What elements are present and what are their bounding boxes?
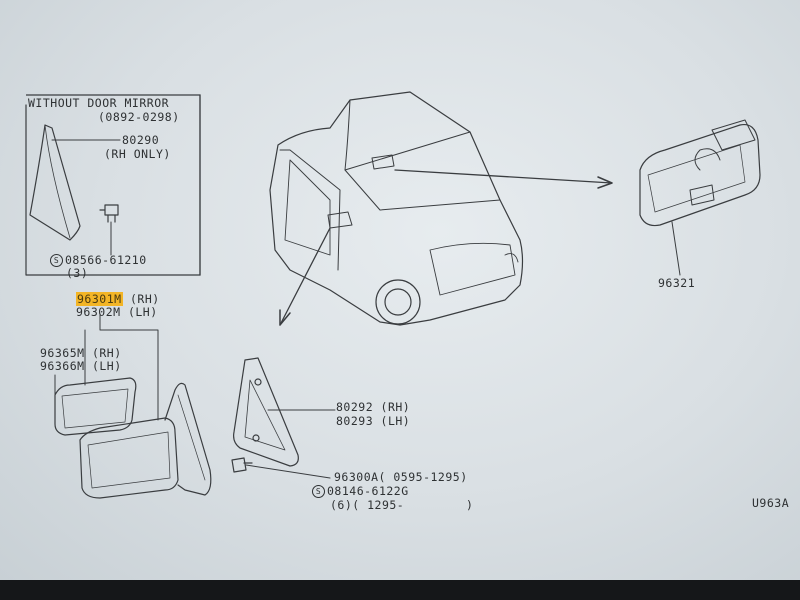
mirror-housing-shape [79,417,179,499]
fastener-bolt-qty: (6)( 1295- [330,498,405,512]
mirror-base-shape [164,382,212,496]
arrow-to-door-mirror [279,227,331,326]
inset-date-range: (0892-0298) [98,110,180,124]
arrow-to-interior-mirror [394,169,613,184]
interior-mirror-shape [639,123,761,227]
mirror-glass-shape [54,377,137,436]
parts-diagram [25,91,761,499]
glass-part-rh: 96365M (RH) [40,346,122,360]
interior-mirror-part: 96321 [658,276,696,290]
monitor-bezel [0,580,800,600]
inset-screw-icon [99,204,119,223]
mirror-side-rh: (RH) [129,292,160,306]
inset-title: WITHOUT DOOR MIRROR [28,96,170,110]
corner-cover-lh: 80293 (LH) [336,414,411,428]
corner-cover-rh: 80292 (RH) [336,400,411,414]
inset-cover-shape [29,124,81,241]
inset-screw-prefix: S [50,254,63,267]
inset-cover-note: (RH ONLY) [104,147,171,161]
fastener-bolt-part: 08146-6122G [327,484,409,498]
fastener-screw-icon [231,457,253,473]
fastener-screw-part: 96300A( 0595-1295) [334,470,468,484]
glass-part-lh: 96366M (LH) [40,359,122,373]
inset-screw-qty: (3) [66,266,89,280]
corner-cover-shape [233,357,299,467]
inset-cover-part: 80290 [122,133,160,147]
mirror-part-rh-label: 96301M (RH) [76,292,160,306]
figure-code: U963A [752,496,790,510]
mirror-part-lh: 96302M (LH) [76,305,158,319]
diagram-screen [0,0,800,580]
inset-frame [26,94,201,276]
mirror-part-rh: 96301M [76,292,123,306]
fastener-bolt-prefix: S [312,485,325,498]
fastener-bolt-close: ) [466,498,474,512]
inset-screw-part: 08566-61210 [65,253,147,267]
